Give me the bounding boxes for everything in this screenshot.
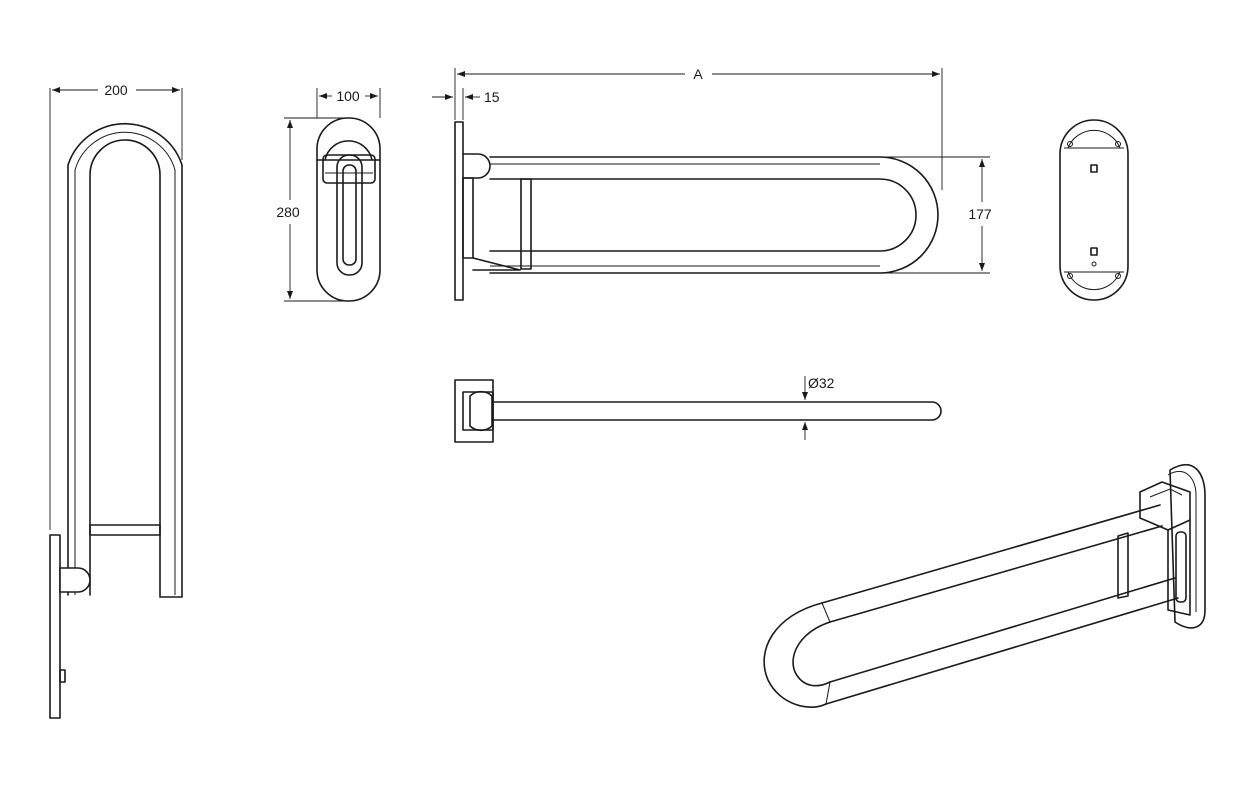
- plan-wall-plate: [454, 379, 494, 443]
- front-u-bar-inner: [74, 131, 176, 595]
- width-dimension-label: 200: [104, 82, 128, 98]
- plan-bar: [492, 401, 942, 421]
- side-bar-inner: [342, 164, 357, 266]
- front-u-bar: [67, 122, 183, 598]
- front-lock-button: [59, 669, 66, 683]
- side-outline: [316, 117, 381, 302]
- perspective-u-end: [763, 602, 827, 708]
- diameter-dimension-label: Ø32: [808, 375, 835, 391]
- top-wall-plate: [454, 121, 464, 301]
- wall-plate-view: [1059, 119, 1129, 301]
- side-bar-outer: [336, 154, 363, 276]
- perspective-hinge: [1139, 481, 1191, 531]
- front-wall-plate: [49, 534, 61, 719]
- plate-screw-hole-top: [1090, 164, 1098, 173]
- top-u-bar: [489, 156, 939, 274]
- perspective-cross-bar: [1117, 532, 1129, 599]
- perspective-wall-plate: [1169, 464, 1206, 629]
- rise-dimension-label: 177: [968, 206, 992, 222]
- top-view: A 15 177: [432, 66, 992, 301]
- front-view: 200: [49, 82, 183, 719]
- perspective-lower-bar: [829, 577, 1176, 683]
- front-cross-bar: [89, 524, 161, 536]
- plate-screw-hole-bottom: [1090, 247, 1098, 256]
- front-hinge: [59, 567, 91, 593]
- plan-view: Ø32: [454, 375, 942, 443]
- length-dimension-label: A: [693, 66, 703, 82]
- height-dimension-label: 280: [276, 204, 300, 220]
- perspective-view: [763, 464, 1206, 708]
- top-cross-bar: [520, 178, 532, 270]
- plate-outline: [1059, 119, 1129, 301]
- plate-dimension-label: 15: [484, 89, 500, 105]
- top-u-bar-inner: [489, 178, 917, 252]
- perspective-upper-bar: [821, 504, 1161, 604]
- side-view: 100 280: [276, 88, 381, 302]
- depth-dimension-label: 100: [336, 88, 360, 104]
